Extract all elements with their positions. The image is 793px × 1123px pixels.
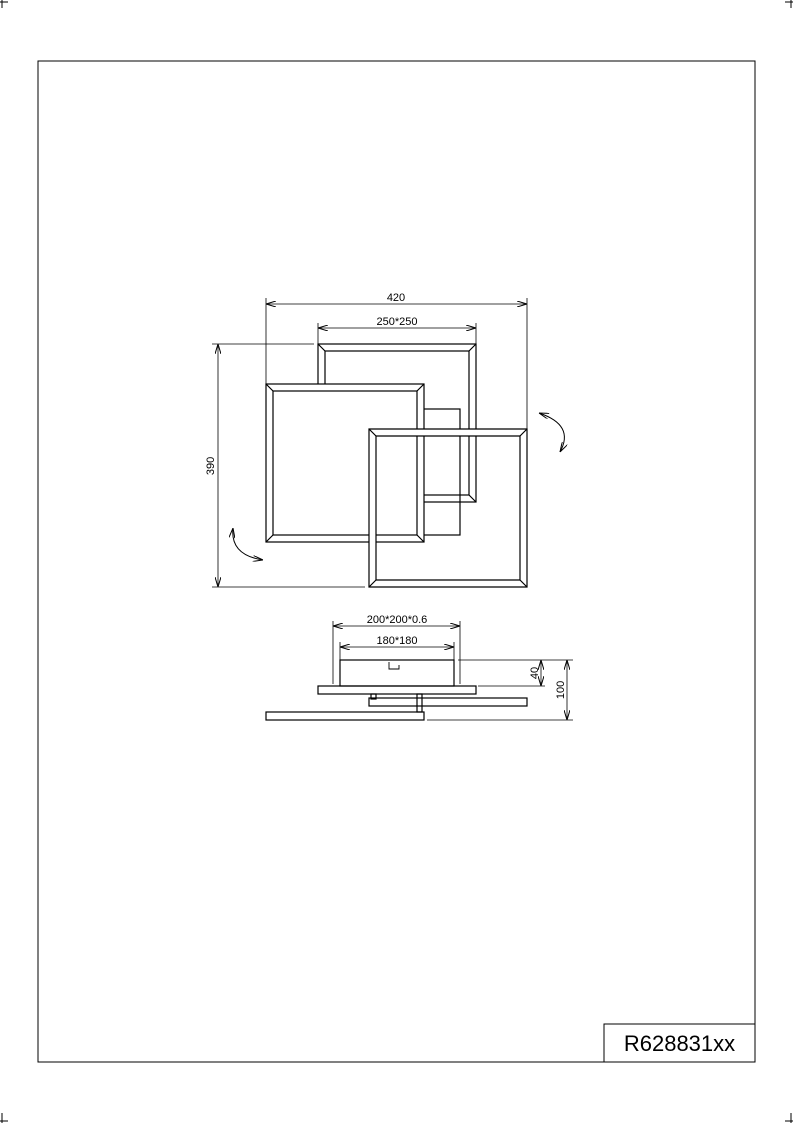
dimension-lines bbox=[212, 298, 528, 588]
product-code: R628831xx bbox=[623, 1031, 736, 1056]
frame-right bbox=[368, 428, 528, 588]
top-view bbox=[265, 343, 528, 588]
frame-left bbox=[265, 383, 425, 543]
side-dimension-lines bbox=[332, 621, 573, 721]
side-view bbox=[265, 659, 528, 721]
plate-1 bbox=[317, 685, 477, 695]
canopy-body bbox=[339, 659, 455, 687]
rotate-arrow-icon bbox=[539, 413, 564, 452]
dim-overall-height: 390 bbox=[205, 457, 217, 475]
rotate-arrow-icon bbox=[233, 528, 263, 560]
plate-2 bbox=[368, 697, 528, 707]
dim-canopy-plate: 200*200*0.6 bbox=[367, 614, 428, 626]
plate-3 bbox=[265, 711, 425, 721]
dim-canopy-height: 40 bbox=[529, 667, 541, 679]
dim-overall-width: 420 bbox=[387, 292, 405, 304]
dim-canopy-body: 180*180 bbox=[377, 635, 418, 647]
title-block bbox=[603, 1023, 756, 1063]
dim-total-height: 100 bbox=[555, 681, 567, 699]
dim-frame-size: 250*250 bbox=[377, 316, 418, 328]
drawing-border bbox=[37, 60, 756, 1063]
